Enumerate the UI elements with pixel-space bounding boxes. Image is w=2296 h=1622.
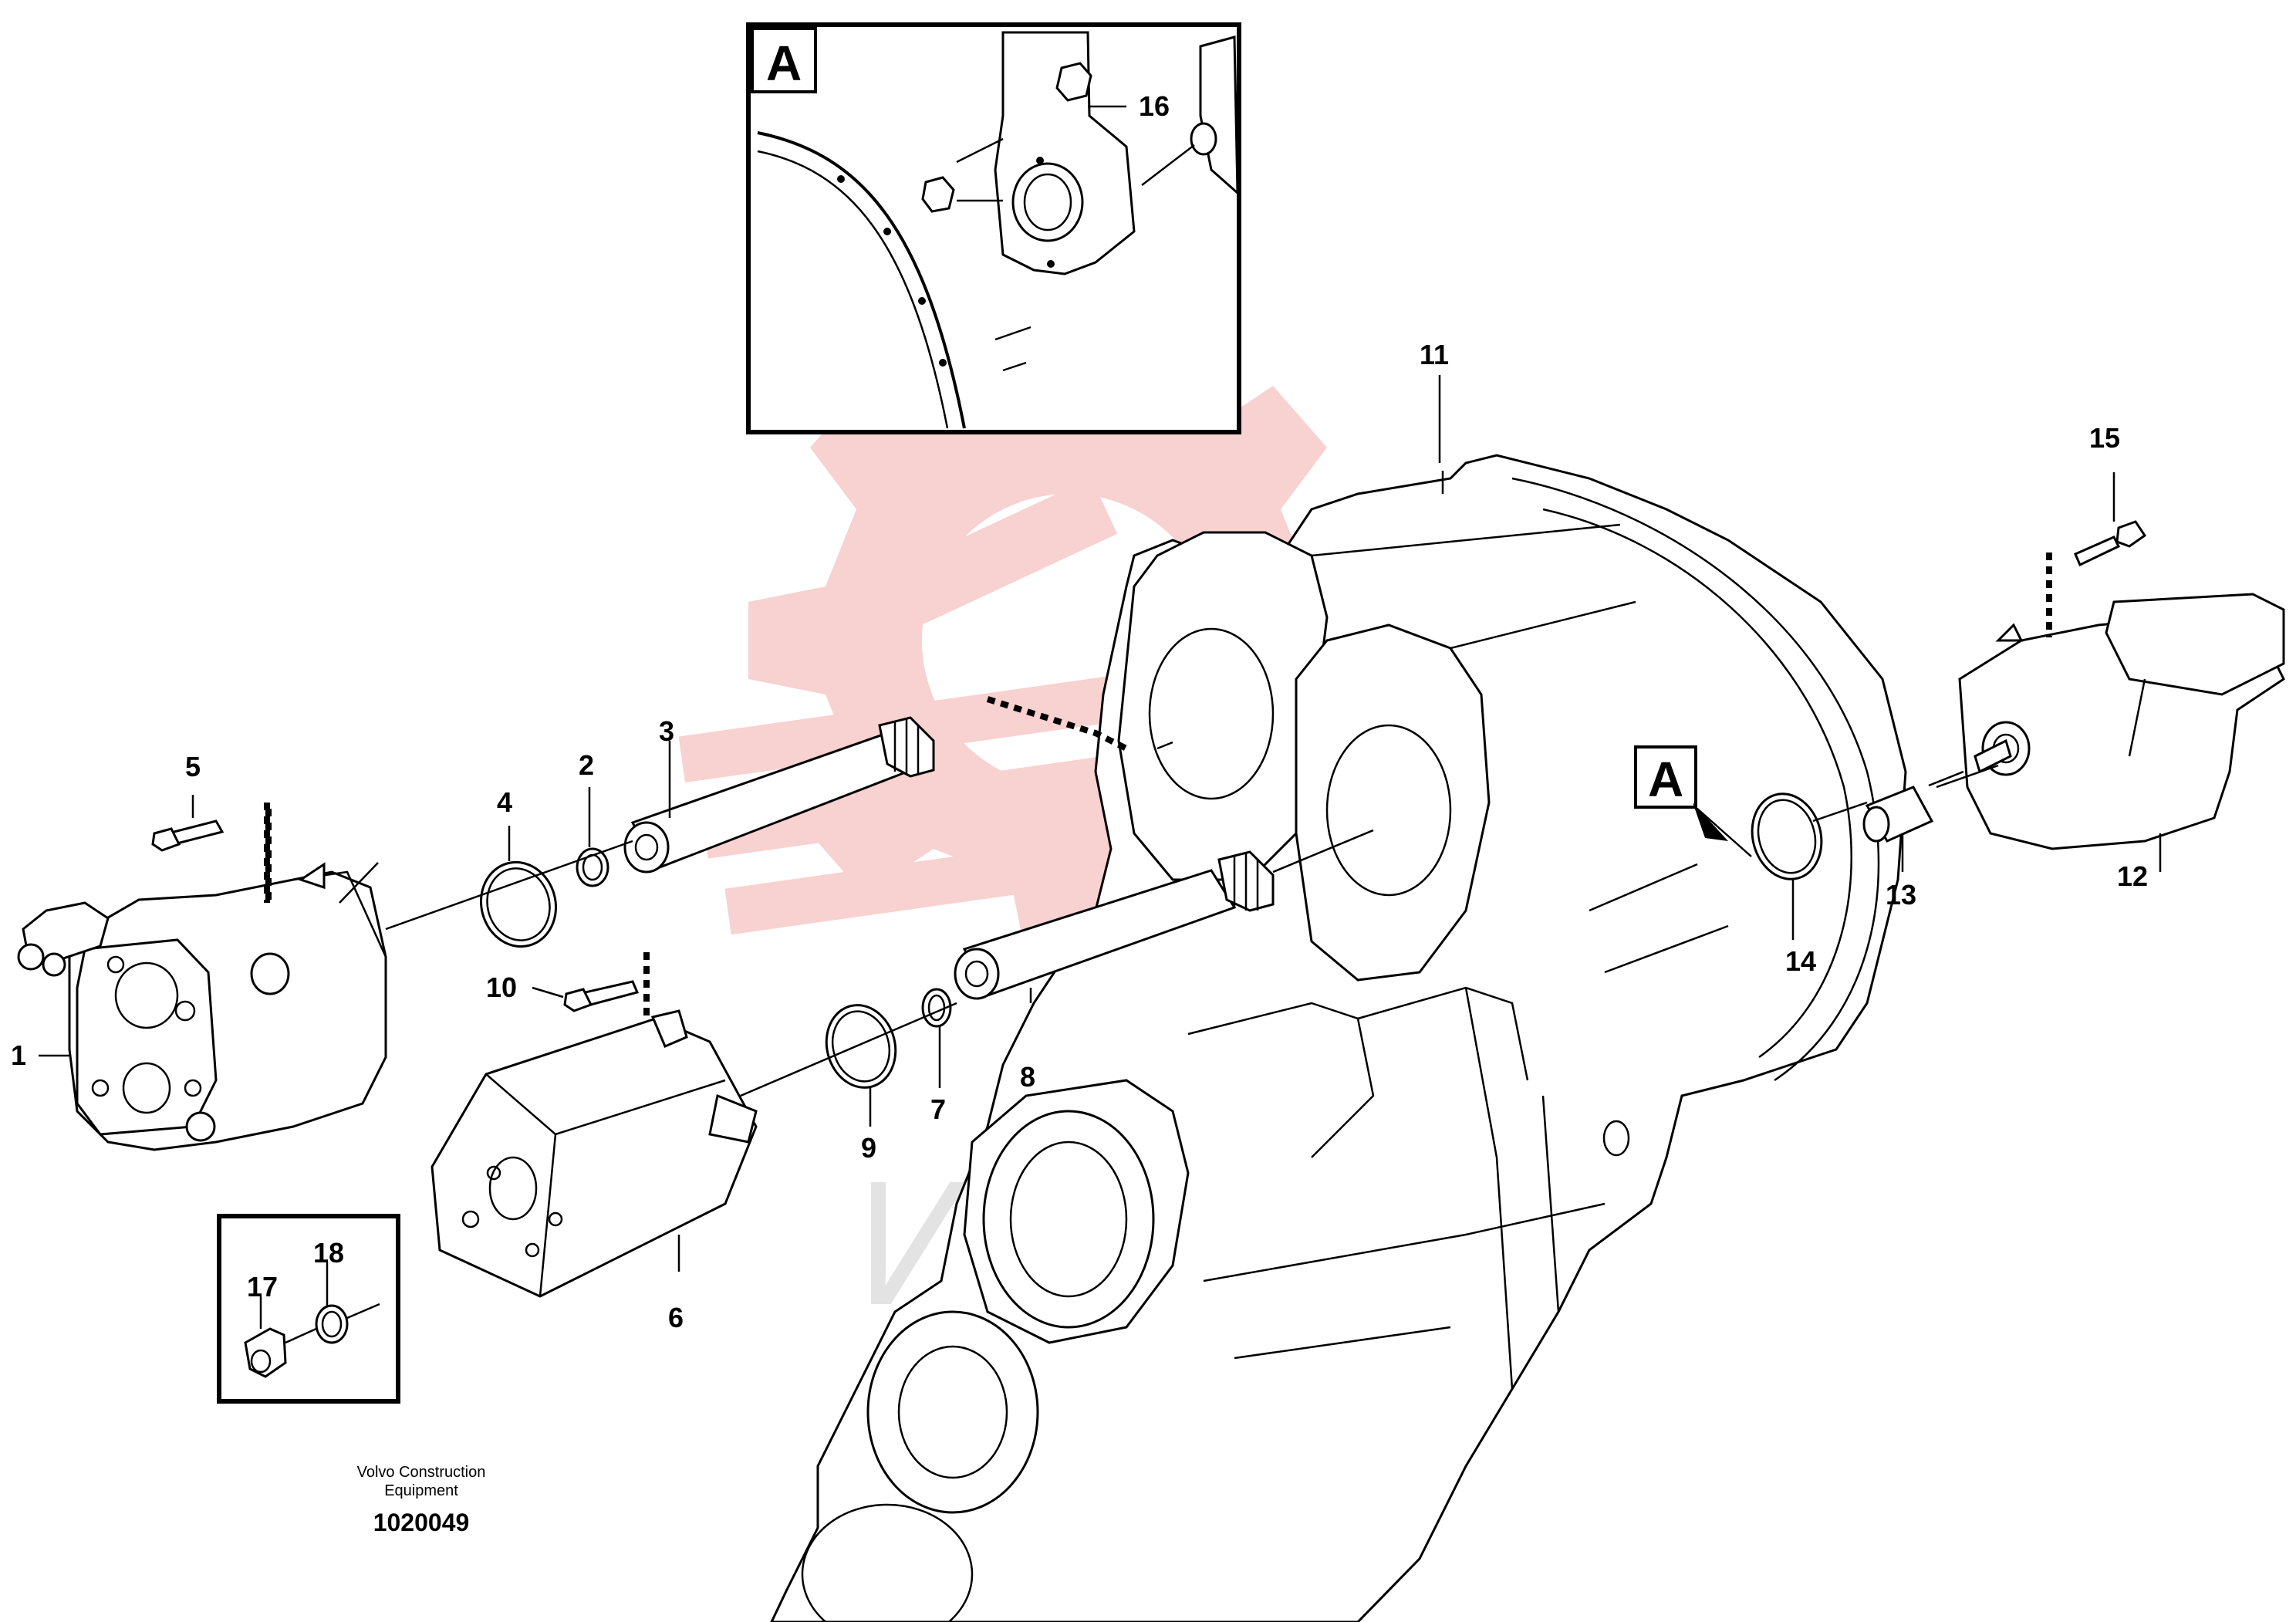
callout-12: 12 — [2117, 860, 2148, 892]
hydraulic-pump-12 — [1928, 593, 2285, 872]
callout-17: 17 — [247, 1271, 278, 1303]
o-ring-4 — [479, 826, 558, 948]
assembly-centerlines — [339, 471, 1999, 1097]
callout-16: 16 — [1139, 90, 1170, 122]
sleeve-13 — [1862, 786, 1934, 872]
callout-4: 4 — [497, 786, 512, 818]
callout-10: 10 — [486, 972, 517, 1003]
callout-7: 7 — [930, 1093, 946, 1125]
callout-8: 8 — [1020, 1061, 1035, 1093]
bolt-5 — [151, 795, 270, 903]
callout-5: 5 — [185, 751, 201, 782]
callout-3: 3 — [659, 715, 674, 747]
callout-11: 11 — [1420, 339, 1449, 370]
callout-9: 9 — [861, 1132, 876, 1164]
callout-18: 18 — [313, 1237, 344, 1269]
hydraulic-pump-1 — [17, 809, 387, 1151]
callout-13: 13 — [1886, 879, 1916, 911]
snap-ring-2 — [576, 787, 609, 887]
credit-line-2: Equipment — [384, 1482, 458, 1499]
callout-2: 2 — [579, 749, 594, 781]
o-ring-14 — [1751, 792, 1823, 940]
snap-ring-7 — [921, 988, 952, 1088]
document-number: 1020049 — [373, 1509, 470, 1536]
credit-line-1: Volvo Construction — [357, 1464, 486, 1481]
transmission-housing — [770, 454, 1907, 1622]
reference-letter: A — [1648, 752, 1683, 807]
detail-view-letter: A — [766, 35, 802, 91]
reference-box-a: A — [1634, 745, 1752, 857]
o-ring-9 — [825, 1004, 897, 1127]
detail-view-a: A — [746, 22, 1241, 434]
callout-1: 1 — [11, 1039, 26, 1071]
inset-detail-17-18 — [217, 1214, 400, 1404]
shaft-3 — [623, 696, 1128, 874]
hydraulic-pump-6 — [430, 1009, 758, 1298]
bolt-15 — [2046, 472, 2147, 637]
callout-labels: 1 2 3 4 5 6 7 8 9 10 11 12 13 14 15 16 1… — [11, 90, 2148, 1333]
callout-14: 14 — [1785, 945, 1816, 977]
credit-block: Volvo Construction Equipment 1020049 — [357, 1464, 486, 1536]
shaft-8 — [954, 829, 1374, 1003]
callout-6: 6 — [668, 1302, 684, 1333]
bolt-10 — [532, 952, 650, 1032]
callout-15: 15 — [2089, 422, 2120, 454]
